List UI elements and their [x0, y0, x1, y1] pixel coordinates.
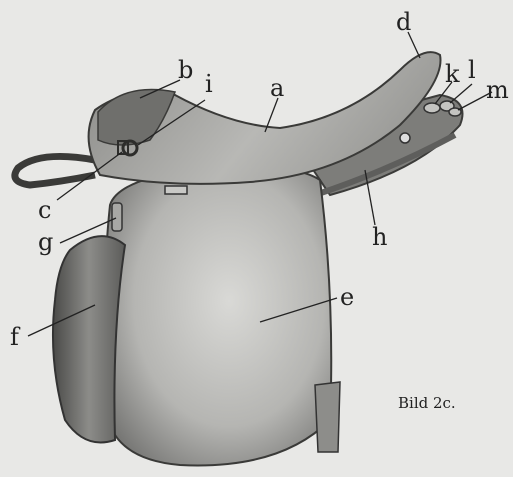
label-l: l	[468, 58, 476, 82]
label-m: m	[486, 78, 509, 102]
label-b: b	[178, 58, 193, 82]
label-e: e	[340, 285, 354, 309]
figure-caption: Bild 2c.	[398, 394, 456, 412]
label-g: g	[38, 230, 53, 254]
label-c: c	[38, 198, 51, 222]
label-h: h	[372, 225, 387, 249]
lower-strap	[315, 382, 340, 452]
label-i: i	[205, 72, 213, 96]
buckle-center	[165, 186, 187, 194]
knee-roll	[53, 236, 125, 442]
label-k: k	[445, 62, 460, 86]
saddle-flap	[104, 167, 331, 466]
label-f: f	[10, 325, 19, 349]
label-d: d	[396, 10, 411, 34]
strap-g	[112, 203, 122, 231]
label-a: a	[270, 76, 284, 100]
buckle-k	[424, 103, 440, 113]
rivet-rear	[400, 133, 410, 143]
